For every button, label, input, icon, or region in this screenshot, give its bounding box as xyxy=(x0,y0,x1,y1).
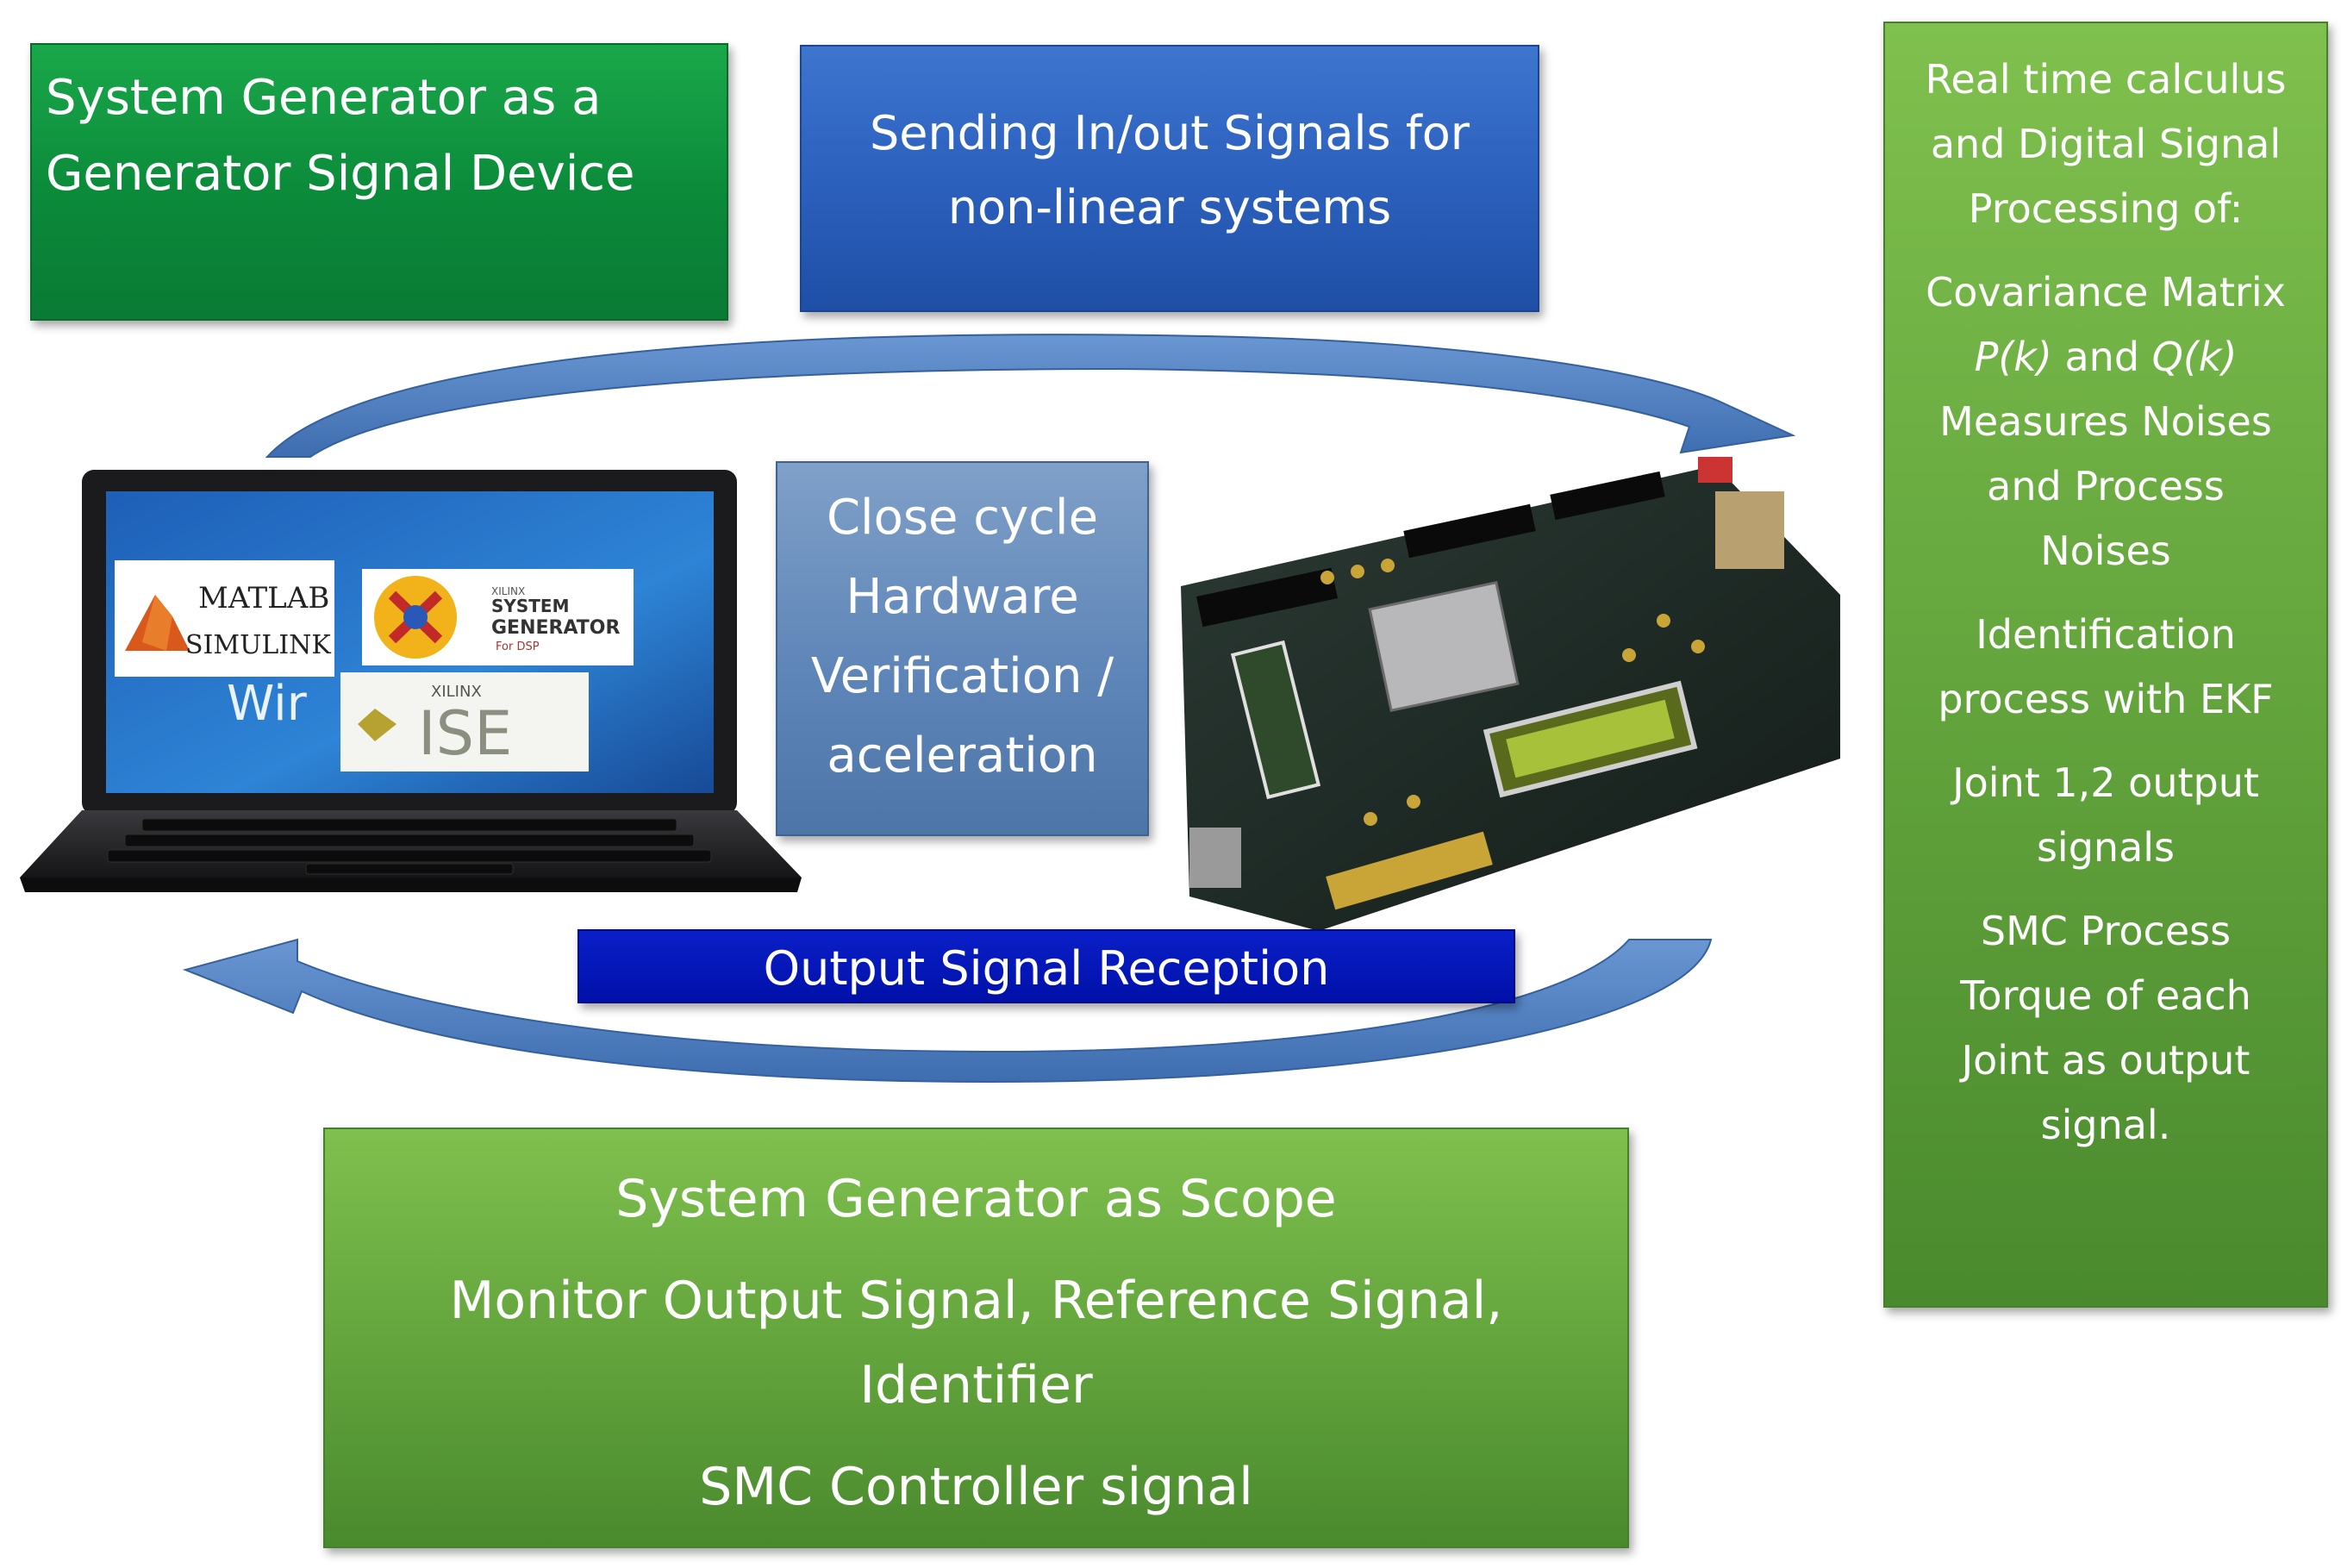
covariance-qk: Q(k) xyxy=(2151,334,2238,380)
sending-line2: non-linear systems xyxy=(947,180,1392,234)
scope-line3: Identifier xyxy=(859,1355,1093,1415)
sending-line1: Sending In/out Signals for xyxy=(869,106,1470,160)
sysgen-logo-system: SYSTEM xyxy=(491,596,570,616)
realtime-header2: and Digital Signal xyxy=(1930,121,2282,167)
output-label: Output Signal Reception xyxy=(763,941,1330,996)
simulink-text: SIMULINK xyxy=(185,630,331,660)
ise-brand: XILINX xyxy=(431,683,482,701)
windows-text: Wir xyxy=(227,676,308,732)
covariance-line4: and Process xyxy=(1987,463,2225,509)
scope-line2: Monitor Output Signal, Reference Signal, xyxy=(449,1271,1503,1331)
smc-line2: Torque of each xyxy=(1960,972,2251,1019)
covariance-line1: Covariance Matrix xyxy=(1926,269,2286,315)
sysgen-scope-box: System Generator as Scope Monitor Output… xyxy=(323,1128,1629,1548)
smc-line4: signal. xyxy=(2040,1102,2171,1148)
fpga-board-image xyxy=(1181,457,1840,931)
sysgen-signal-line1: System Generator as a xyxy=(46,70,602,126)
identification-line1: Identification xyxy=(1976,611,2236,658)
ise-name: ISE xyxy=(418,698,512,769)
realtime-header3: Processing of: xyxy=(1968,185,2244,232)
sysgen-logo-generator: GENERATOR xyxy=(491,617,620,639)
smc-line3: Joint as output xyxy=(1961,1037,2250,1084)
scope-line1: System Generator as Scope xyxy=(615,1169,1337,1229)
identification-line2: process with EKF xyxy=(1938,676,2274,722)
scope-line4: SMC Controller signal xyxy=(699,1457,1253,1517)
sysgen-signal-device-box: System Generator as a Generator Signal D… xyxy=(30,43,728,321)
sysgen-logo-fordsp: For DSP xyxy=(496,640,540,653)
bottom-cycle-arrow xyxy=(182,938,1713,1084)
close-line3: Verification / xyxy=(810,648,1114,704)
sysgen-logo-brand: XILINX xyxy=(491,585,525,597)
close-line1: Close cycle xyxy=(826,490,1099,546)
laptop-image: MATLAB SIMULINK Wir XILINX SYSTEM GENERA… xyxy=(20,470,802,892)
sysgen-signal-line2: Generator Signal Device xyxy=(46,146,635,202)
joint-line2: signals xyxy=(2036,824,2176,871)
sending-signals-box: Sending In/out Signals for non-linear sy… xyxy=(800,45,1539,312)
covariance-pk: P(k) xyxy=(1974,334,2052,380)
output-signal-reception-box: Output Signal Reception xyxy=(577,929,1515,1003)
close-line2: Hardware xyxy=(846,569,1079,625)
realtime-header1: Real time calculus xyxy=(1925,56,2287,103)
close-cycle-box: Close cycle Hardware Verification / acel… xyxy=(776,461,1149,836)
system-generator-logo: XILINX SYSTEM GENERATOR For DSP xyxy=(362,569,634,665)
joint-line1: Joint 1,2 output xyxy=(1952,759,2259,806)
covariance-line3: Measures Noises xyxy=(1939,398,2272,445)
matlab-text: MATLAB xyxy=(198,581,329,615)
close-line4: aceleration xyxy=(827,728,1098,784)
xilinx-ise-logo: XILINX ISE xyxy=(340,672,589,772)
matlab-simulink-logo: MATLAB SIMULINK xyxy=(115,560,334,677)
covariance-line2: P(k) and Q(k) xyxy=(1885,325,2326,390)
covariance-and: and xyxy=(2051,334,2152,380)
covariance-line5: Noises xyxy=(2040,528,2171,574)
smc-line1: SMC Process xyxy=(1980,908,2232,954)
top-cycle-arrow xyxy=(265,334,1796,458)
realtime-dsp-box: Real time calculus and Digital Signal Pr… xyxy=(1883,22,2328,1308)
